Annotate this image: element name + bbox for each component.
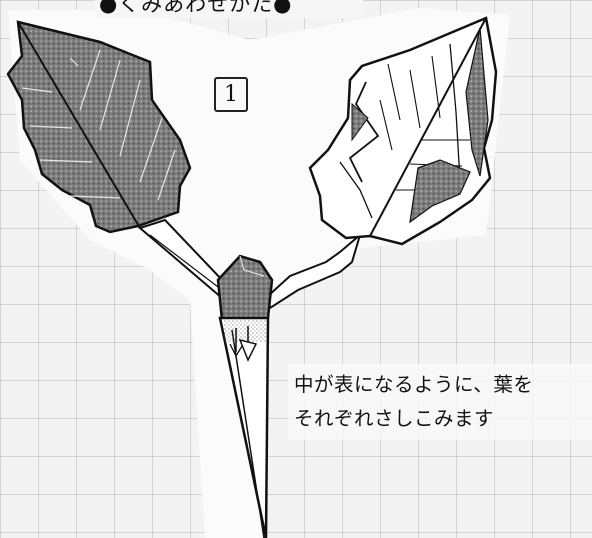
insert-arrow-icon bbox=[229, 326, 258, 362]
instruction-line-2: それぞれさしこみます bbox=[294, 407, 495, 430]
insert-pocket bbox=[224, 320, 266, 342]
section-title: ●くみあわせかた● bbox=[95, 0, 363, 18]
right-holly-leaf-icon bbox=[308, 16, 498, 246]
left-holly-leaf-icon bbox=[6, 20, 192, 234]
instruction-line-1: 中が表になるように、葉を bbox=[294, 373, 534, 396]
step-number-badge: 1 bbox=[214, 77, 248, 112]
instruction-text: 中が表になるように、葉を それぞれさしこみます bbox=[288, 364, 592, 440]
